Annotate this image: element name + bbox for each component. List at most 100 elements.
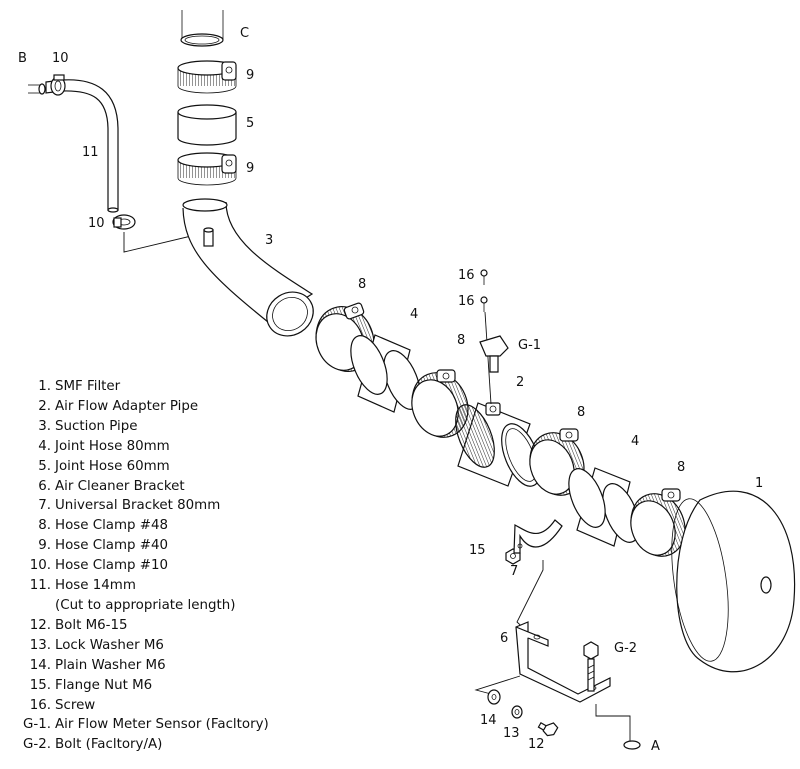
hose-clamp-10-upper <box>50 74 66 96</box>
item-description: Plain Washer M6 <box>55 657 166 673</box>
parts-list-item: 9.Hose Clamp #40 <box>16 536 269 556</box>
item-description: Screw <box>55 697 96 713</box>
item-number: 2. <box>38 398 51 414</box>
air-flow-meter-sensor <box>479 335 509 373</box>
parts-list-item: 10.Hose Clamp #10 <box>16 556 269 576</box>
parts-list-item: 2.Air Flow Adapter Pipe <box>16 397 269 417</box>
item-number: 15. <box>29 677 51 693</box>
parts-list-item: 4.Joint Hose 80mm <box>16 437 269 457</box>
item-number: G-2. <box>23 737 51 753</box>
parts-list-item: 12.Bolt M6-15 <box>16 616 269 636</box>
item-number: 5. <box>38 458 51 474</box>
item-number: 4. <box>38 438 51 454</box>
item-number: 8. <box>38 518 51 534</box>
joint-hose-80mm-a <box>350 334 421 413</box>
hose-clamp-48-d <box>630 488 686 557</box>
air-flow-adapter-pipe <box>455 402 541 487</box>
item-description: Hose 14mm <box>55 578 136 594</box>
callout-9-lower: 9 <box>246 161 254 176</box>
parts-list-item: 8.Hose Clamp #48 <box>16 516 269 536</box>
item-description: Hose Clamp #10 <box>55 558 169 574</box>
item-number: 14. <box>29 657 51 673</box>
item-number: 11. <box>29 578 51 594</box>
item-number: 6. <box>38 478 51 494</box>
callout-a: A <box>651 739 660 754</box>
item-description: Lock Washer M6 <box>55 637 164 653</box>
callout-b: B <box>18 51 27 66</box>
item-number: 10. <box>29 558 51 574</box>
item-number: 16. <box>29 697 51 713</box>
joint-hose-60mm <box>177 104 237 146</box>
factory-bolt-g2 <box>583 641 599 692</box>
hose-14mm <box>28 79 119 213</box>
callout-16-a: 16 <box>458 268 475 283</box>
parts-list-item: 5.Joint Hose 60mm <box>16 457 269 477</box>
item-number: 12. <box>29 617 51 633</box>
parts-list-item: 3.Suction Pipe <box>16 417 269 437</box>
screw-a <box>480 269 488 285</box>
item-number: 13. <box>29 637 51 653</box>
smf-filter <box>671 490 796 673</box>
callout-14: 14 <box>480 713 497 728</box>
pipe-end-c <box>180 10 224 47</box>
item-number: 9. <box>38 538 51 554</box>
item-description: Bolt (Facltory/A) <box>55 737 163 753</box>
parts-list-item: 7.Universal Bracket 80mm <box>16 496 269 516</box>
item-number: 1. <box>38 379 51 394</box>
plain-washer-m6 <box>487 689 501 705</box>
parts-list-item: 15.Flange Nut M6 <box>16 676 269 696</box>
item-number: G-1. <box>23 717 51 733</box>
hose-clamp-48-b <box>411 369 469 438</box>
lock-washer-m6 <box>511 705 523 719</box>
callout-1: 1 <box>755 476 763 491</box>
callout-2: 2 <box>516 375 524 390</box>
item-description: Hose Clamp #40 <box>55 538 169 554</box>
callout-5: 5 <box>246 116 254 131</box>
item-description: Flange Nut M6 <box>55 677 153 693</box>
mounting-point-a <box>623 740 641 750</box>
parts-list-item: 13.Lock Washer M6 <box>16 636 269 656</box>
callout-3: 3 <box>265 233 273 248</box>
callout-10-upper: 10 <box>52 51 69 66</box>
item-description: Air Flow Meter Sensor (Facltory) <box>55 717 269 733</box>
air-cleaner-bracket <box>515 621 611 703</box>
item-description: SMF Filter <box>55 379 121 394</box>
bolt-m6-15 <box>537 721 559 737</box>
callout-8-d: 8 <box>677 460 685 475</box>
item-description: Hose Clamp #48 <box>55 518 169 534</box>
callout-11: 11 <box>82 145 99 160</box>
hose-clamp-40-lower <box>177 152 237 186</box>
callout-g2: G-2 <box>614 641 637 656</box>
item-number: 3. <box>38 418 51 434</box>
universal-bracket-80mm <box>513 519 563 554</box>
callout-g1: G-1 <box>518 338 541 353</box>
item-number: 7. <box>38 498 51 514</box>
callout-6: 6 <box>500 631 508 646</box>
callout-8-a: 8 <box>358 277 366 292</box>
hose-clamp-10-lower <box>112 214 136 230</box>
callout-c: C <box>240 26 249 41</box>
item-description: Bolt M6-15 <box>55 617 128 633</box>
parts-list-item: 6.Air Cleaner Bracket <box>16 477 269 497</box>
item-description: Suction Pipe <box>55 418 138 434</box>
callout-15: 15 <box>469 543 486 558</box>
callout-8-c: 8 <box>577 405 585 420</box>
item-description: Joint Hose 60mm <box>55 458 170 474</box>
parts-list-item: 11.Hose 14mm <box>16 576 269 596</box>
item-description: Joint Hose 80mm <box>55 438 170 454</box>
callout-4-b: 4 <box>631 434 639 449</box>
suction-pipe <box>182 198 314 337</box>
item-description: Air Cleaner Bracket <box>55 478 185 494</box>
callout-16-b: 16 <box>458 294 475 309</box>
parts-list-note: (Cut to appropriate length) <box>55 597 236 613</box>
joint-hose-80mm-b <box>568 467 640 547</box>
screw-b <box>480 296 488 312</box>
callout-13: 13 <box>503 726 520 741</box>
callout-9-upper: 9 <box>246 68 254 83</box>
item-description: Universal Bracket 80mm <box>55 498 221 514</box>
callout-8-b: 8 <box>457 333 465 348</box>
callout-4-a: 4 <box>410 307 418 322</box>
parts-list: 1.SMF Filter 2.Air Flow Adapter Pipe 3.S… <box>16 377 269 755</box>
parts-list-item: 14.Plain Washer M6 <box>16 656 269 676</box>
